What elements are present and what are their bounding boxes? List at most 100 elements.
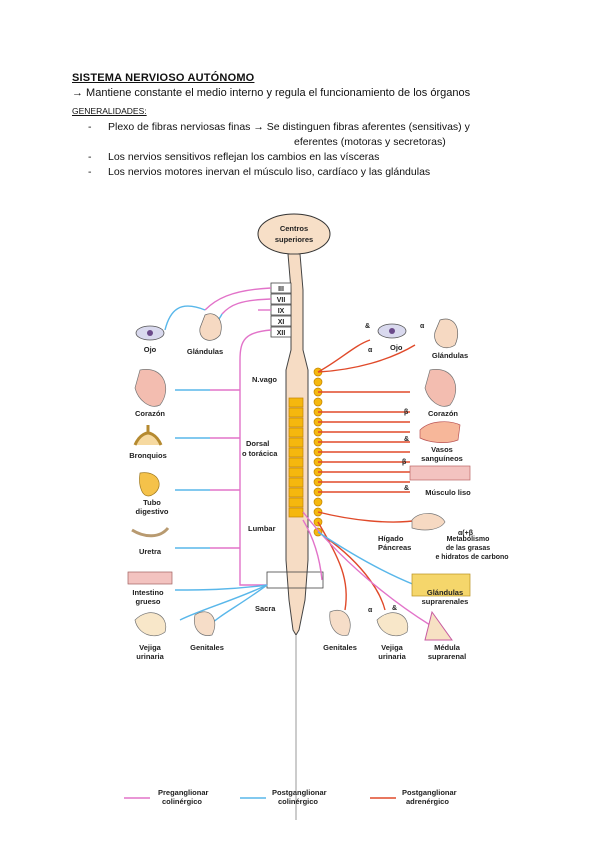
receptor-mark: β [402, 459, 407, 466]
receptor-mark: & [404, 485, 409, 492]
intestine-icon [127, 571, 173, 585]
stomach-icon [139, 472, 160, 497]
region-label-sacra: Sacra [255, 604, 276, 613]
label-tubo: Tubo [143, 498, 161, 507]
region-label-toracica: o torácica [242, 449, 278, 458]
receptor-mark: & [392, 605, 397, 612]
legend-label-2a: Postganglionar [272, 788, 327, 797]
sacral-segment [266, 571, 324, 589]
label-urinaria-right: urinaria [378, 652, 406, 661]
genitals-icon [194, 611, 216, 636]
bullet-dash: - [88, 166, 92, 178]
legend-label-3b: adrenérgico [406, 797, 449, 806]
preganglionic-fibres-right [302, 511, 431, 626]
bullet-text-continued: eferentes (motoras y secretoras) [294, 136, 446, 148]
smooth-muscle-icon [409, 465, 471, 481]
label-sanguineos: sanguíneos [421, 454, 463, 463]
bladder-icon [376, 612, 409, 637]
legend-label-3a: Postganglionar [402, 788, 457, 797]
label-genitales-left: Genitales [190, 643, 224, 652]
bullet-dash: - [88, 151, 92, 163]
label-hidratos: e hidratos de carbono [435, 554, 508, 561]
bullet-dash: - [88, 121, 92, 133]
label-suprarenal: suprarenal [428, 652, 466, 661]
thoracolumbar-segments [288, 397, 304, 518]
label-vasos: Vasos [431, 445, 453, 454]
label-metabolismo: Metabolismo [447, 536, 490, 543]
bronchi-icon [133, 425, 163, 446]
label-glandulas-left: Glándulas [187, 347, 223, 356]
region-label-lumbar: Lumbar [248, 524, 276, 533]
label-suprarenales: suprarenales [422, 597, 469, 606]
label-genitales-right: Genitales [323, 643, 357, 652]
label-musculo-liso: Músculo liso [425, 488, 471, 497]
bullet-text: Los nervios sensitivos reflejan los camb… [108, 151, 380, 163]
receptor-mark: α [420, 323, 425, 330]
cranial-box [270, 315, 292, 327]
label-pancreas: Páncreas [378, 543, 411, 552]
label-urinaria-left: urinaria [136, 652, 164, 661]
bullet-item: - Los nervios motores inervan el músculo… [88, 165, 470, 180]
preganglionic-fibres-left [204, 287, 272, 586]
label-uretra: Uretra [139, 547, 162, 556]
cranial-box [270, 326, 292, 338]
label-medula: Médula [434, 643, 461, 652]
bladder-icon [134, 612, 167, 637]
centros-superiores-shape [257, 213, 331, 255]
cranial-label: XII [277, 330, 286, 337]
label-intestino: Intestino [132, 588, 164, 597]
bullet-text: Plexo de fibras nerviosas finas → Se dis… [108, 121, 470, 133]
right-organs [329, 318, 471, 641]
urethra-icon [131, 526, 170, 538]
region-label-dorsal: Dorsal [246, 439, 269, 448]
label-grasas: de las grasas [446, 545, 490, 552]
label-corazon-right: Corazón [428, 409, 458, 418]
left-organs [127, 313, 222, 637]
cranial-nerve-group: III VII IX XI XII [270, 282, 292, 338]
label-bronquios: Bronquios [129, 451, 167, 460]
label-corazon-left: Corazón [135, 409, 165, 418]
centros-label-2: superiores [275, 235, 313, 244]
centros-label-1: Centros [280, 224, 308, 233]
legend-label-1a: Preganglionar [158, 788, 209, 797]
section-heading: GENERALIDADES: [72, 106, 147, 116]
postganglionic-adrenergic-right [317, 339, 421, 611]
liver-icon [411, 513, 446, 531]
receptor-mark: α [368, 347, 373, 354]
cranial-label: VII [277, 297, 286, 304]
heart-icon [424, 369, 457, 407]
cranial-label: IX [278, 308, 285, 315]
receptor-mark: & [365, 323, 370, 330]
label-higado: Hígado [378, 534, 404, 543]
bullet-list: - Plexo de fibras nerviosas finas → Se d… [88, 120, 470, 180]
vessel-icon [419, 421, 461, 443]
genitals-icon [329, 610, 351, 636]
bullet-text: Los nervios motores inervan el músculo l… [108, 166, 431, 178]
label-ojo-right: Ojo [390, 343, 403, 352]
label-glandulas-right: Glándulas [432, 351, 468, 360]
postganglionic-cholinergic-right [317, 531, 416, 586]
label-digestivo: digestivo [136, 507, 169, 516]
legend-label-1b: colinérgico [162, 797, 202, 806]
sweat-gland-icon [411, 573, 471, 597]
receptor-mark: β [404, 409, 409, 416]
label-vejiga-left: Vejiga [139, 643, 162, 652]
cranial-label: III [278, 286, 284, 293]
page-title: SISTEMA NERVIOSO AUTÓNOMO [72, 72, 255, 84]
label-grueso: grueso [135, 597, 160, 606]
legend-label-2b: colinérgico [278, 797, 318, 806]
label-ojo-left: Ojo [144, 345, 157, 354]
gland-icon [199, 313, 222, 341]
cranial-label: XI [278, 319, 285, 326]
label-vejiga-right: Vejiga [381, 643, 404, 652]
intro-text: → Mantiene constante el medio interno y … [72, 87, 471, 99]
receptor-mark: & [404, 436, 409, 443]
label-glandulas-supra: Glándulas [427, 588, 463, 597]
gland-icon [434, 318, 459, 349]
region-label-vago: N.vago [252, 375, 277, 384]
adrenal-medulla-icon [424, 610, 453, 641]
legend: Preganglionar colinérgico Postganglionar… [124, 788, 457, 806]
sympathetic-chain [313, 367, 323, 537]
bullet-item: - Plexo de fibras nerviosas finas → Se d… [88, 120, 470, 150]
